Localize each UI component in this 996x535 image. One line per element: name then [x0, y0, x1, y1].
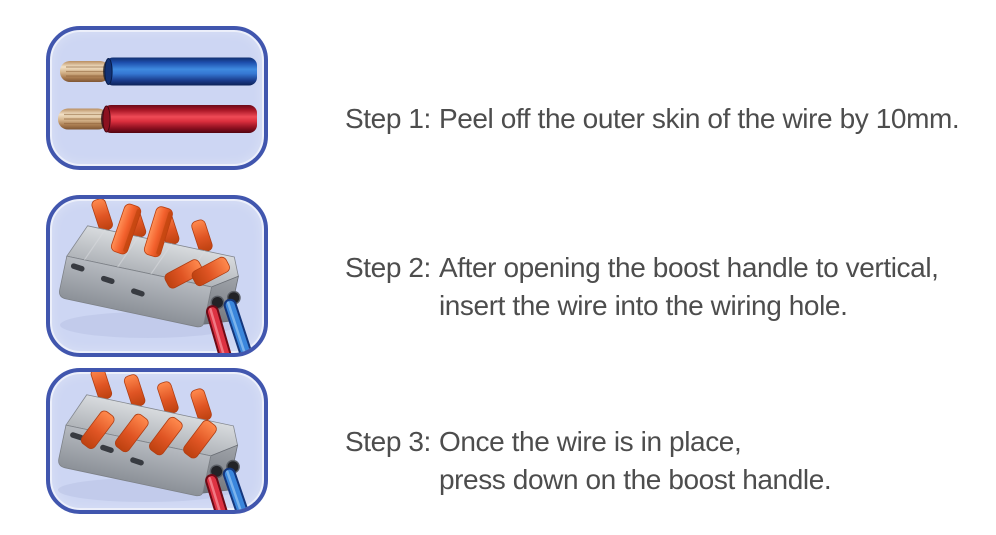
step1-label: Step 1: — [345, 103, 431, 134]
step2-image-panel — [46, 195, 268, 357]
red-wire — [205, 305, 237, 353]
blue-wire — [223, 298, 260, 353]
step3-text: Step 3: Once the wire is in place, press… — [345, 423, 832, 499]
connector-closed-illustration — [58, 372, 259, 510]
step2-line2: insert the wire into the wiring hole. — [438, 290, 848, 321]
boost-handles-pressed-down — [80, 410, 217, 459]
boost-handle-open-1 — [110, 203, 142, 255]
red-wire — [205, 474, 237, 510]
step3-label: Step 3: — [345, 426, 431, 457]
step3-line1: Once the wire is in place, — [438, 426, 742, 457]
step2-text: Step 2: After opening the boost handle t… — [345, 249, 939, 325]
step3-line2: press down on the boost handle. — [438, 464, 832, 495]
step1-line1: Peel off the outer skin of the wire by 1… — [438, 103, 960, 134]
step1-text: Step 1: Peel off the outer skin of the w… — [345, 100, 960, 138]
rear-boost-handles-down — [90, 372, 212, 422]
step3-image-panel — [46, 368, 268, 514]
front-slots — [70, 432, 144, 466]
blue-wire — [60, 57, 257, 86]
boost-handle-open-2 — [143, 206, 173, 258]
boost-handles-closed-right — [164, 256, 230, 289]
step2-line1: After opening the boost handle to vertic… — [438, 252, 939, 283]
connector-open-illustration — [59, 199, 260, 353]
step1-image-panel — [46, 26, 268, 170]
stripped-wires-illustration — [58, 57, 257, 133]
front-slots — [70, 263, 145, 297]
red-wire — [58, 105, 257, 133]
step2-label: Step 2: — [345, 252, 431, 283]
blue-wire — [222, 467, 259, 510]
